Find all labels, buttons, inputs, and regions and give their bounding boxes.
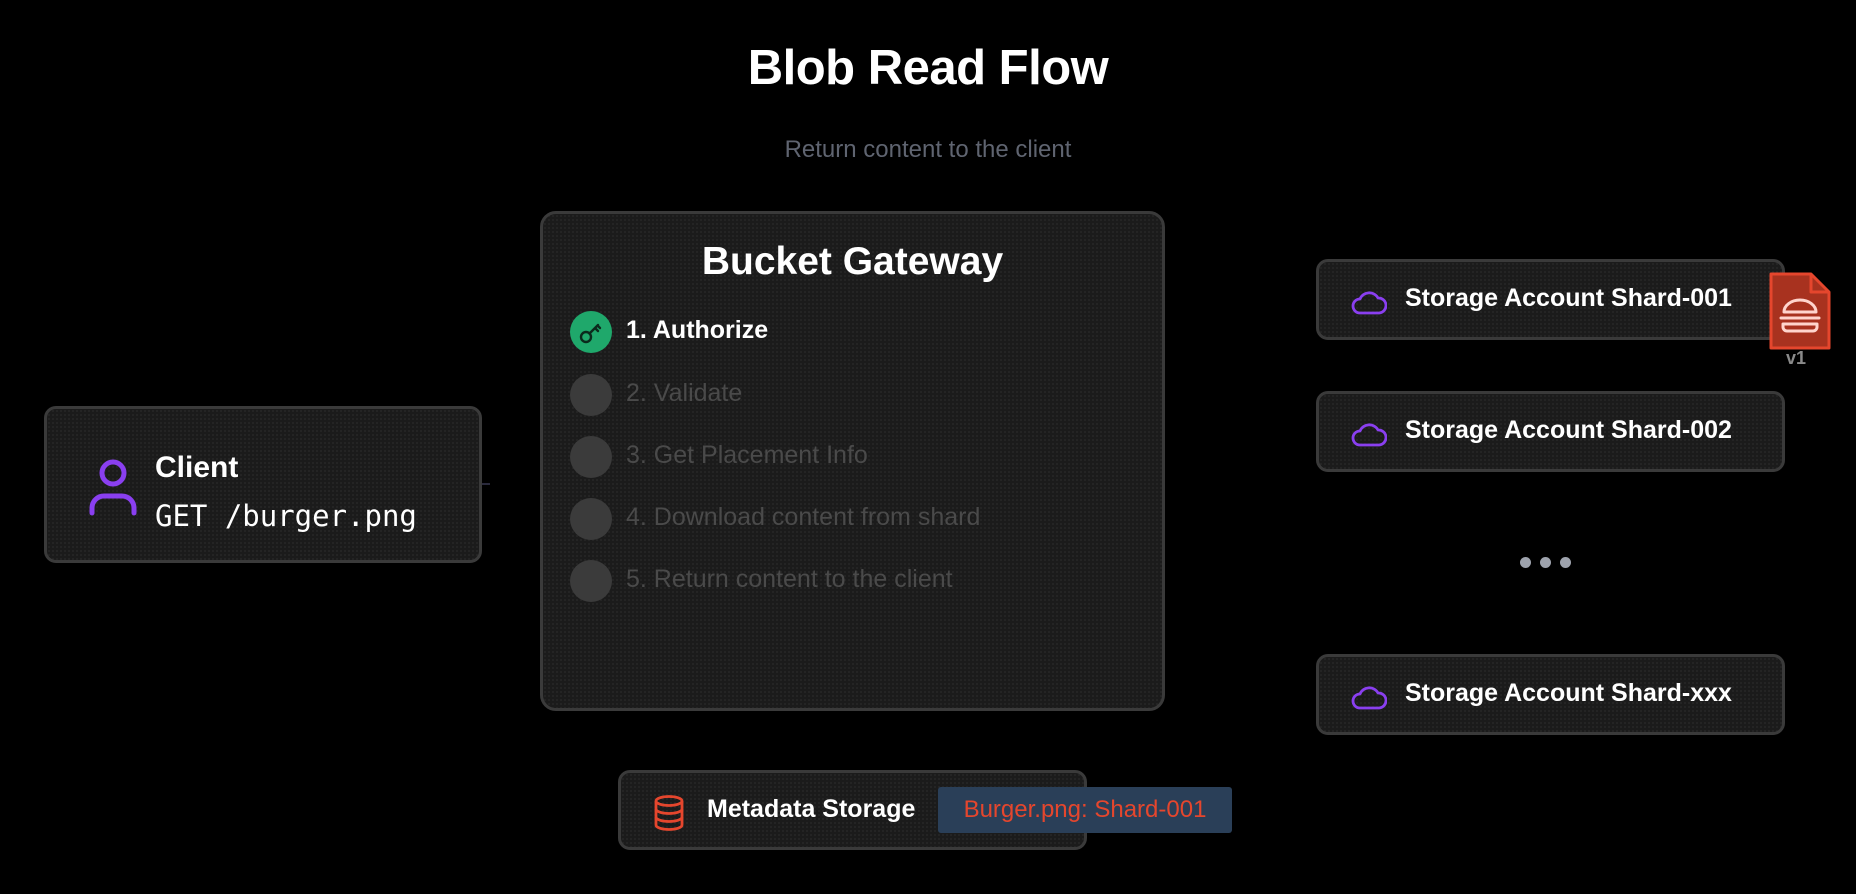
step-download-content: 4. Download content from shard: [570, 498, 980, 560]
shard-001-node: Storage Account Shard-001: [1316, 259, 1785, 340]
metadata-entry-badge: Burger.png: Shard-001: [938, 787, 1232, 833]
step-label: 5. Return content to the client: [626, 565, 953, 593]
burger-file-icon: [1769, 272, 1831, 350]
client-request: GET /burger.png: [155, 499, 417, 533]
step-indicator-active: [570, 311, 612, 353]
shard-label: Storage Account Shard-001: [1405, 284, 1732, 312]
diagram-title: Blob Read Flow: [747, 41, 1109, 95]
step-label: 1. Authorize: [626, 316, 769, 344]
step-indicator: [570, 374, 612, 416]
metadata-storage-label: Metadata Storage: [707, 795, 916, 823]
gateway-title: Bucket Gateway: [701, 240, 1004, 283]
key-icon: [579, 323, 602, 344]
client-name: Client: [155, 451, 239, 484]
shard-label: Storage Account Shard-002: [1405, 416, 1732, 444]
database-icon: [654, 795, 684, 831]
step-label: 4. Download content from shard: [626, 503, 981, 531]
step-validate: 2. Validate: [570, 374, 980, 436]
user-icon: [89, 459, 137, 516]
shard-label: Storage Account Shard-xxx: [1405, 679, 1732, 707]
step-indicator: [570, 498, 612, 540]
ellipsis-dot: [1520, 557, 1531, 568]
more-shards-ellipsis: [1520, 557, 1571, 568]
diagram-subtitle: Return content to the client: [784, 136, 1072, 163]
gateway-steps: 1. Authorize 2. Validate 3. Get Placemen…: [570, 311, 980, 622]
file-version-label: v1: [1786, 348, 1807, 368]
step-label: 3. Get Placement Info: [626, 441, 868, 469]
client-node: Client GET /burger.png: [44, 406, 482, 563]
client-gateway-connector: [478, 483, 490, 485]
shard-002-node: Storage Account Shard-002: [1316, 391, 1785, 472]
step-label: 2. Validate: [626, 379, 743, 407]
cloud-icon: [1351, 686, 1387, 710]
step-indicator: [570, 560, 612, 602]
ellipsis-dot: [1540, 557, 1551, 568]
shard-xxx-node: Storage Account Shard-xxx: [1316, 654, 1785, 735]
step-get-placement-info: 3. Get Placement Info: [570, 436, 980, 498]
ellipsis-dot: [1560, 557, 1571, 568]
bucket-gateway-node: Bucket Gateway 1. Authorize 2. Validate …: [540, 211, 1165, 711]
cloud-icon: [1351, 423, 1387, 447]
step-return-content: 5. Return content to the client: [570, 560, 980, 622]
cloud-icon: [1351, 291, 1387, 315]
step-indicator: [570, 436, 612, 478]
step-authorize: 1. Authorize: [570, 311, 980, 374]
